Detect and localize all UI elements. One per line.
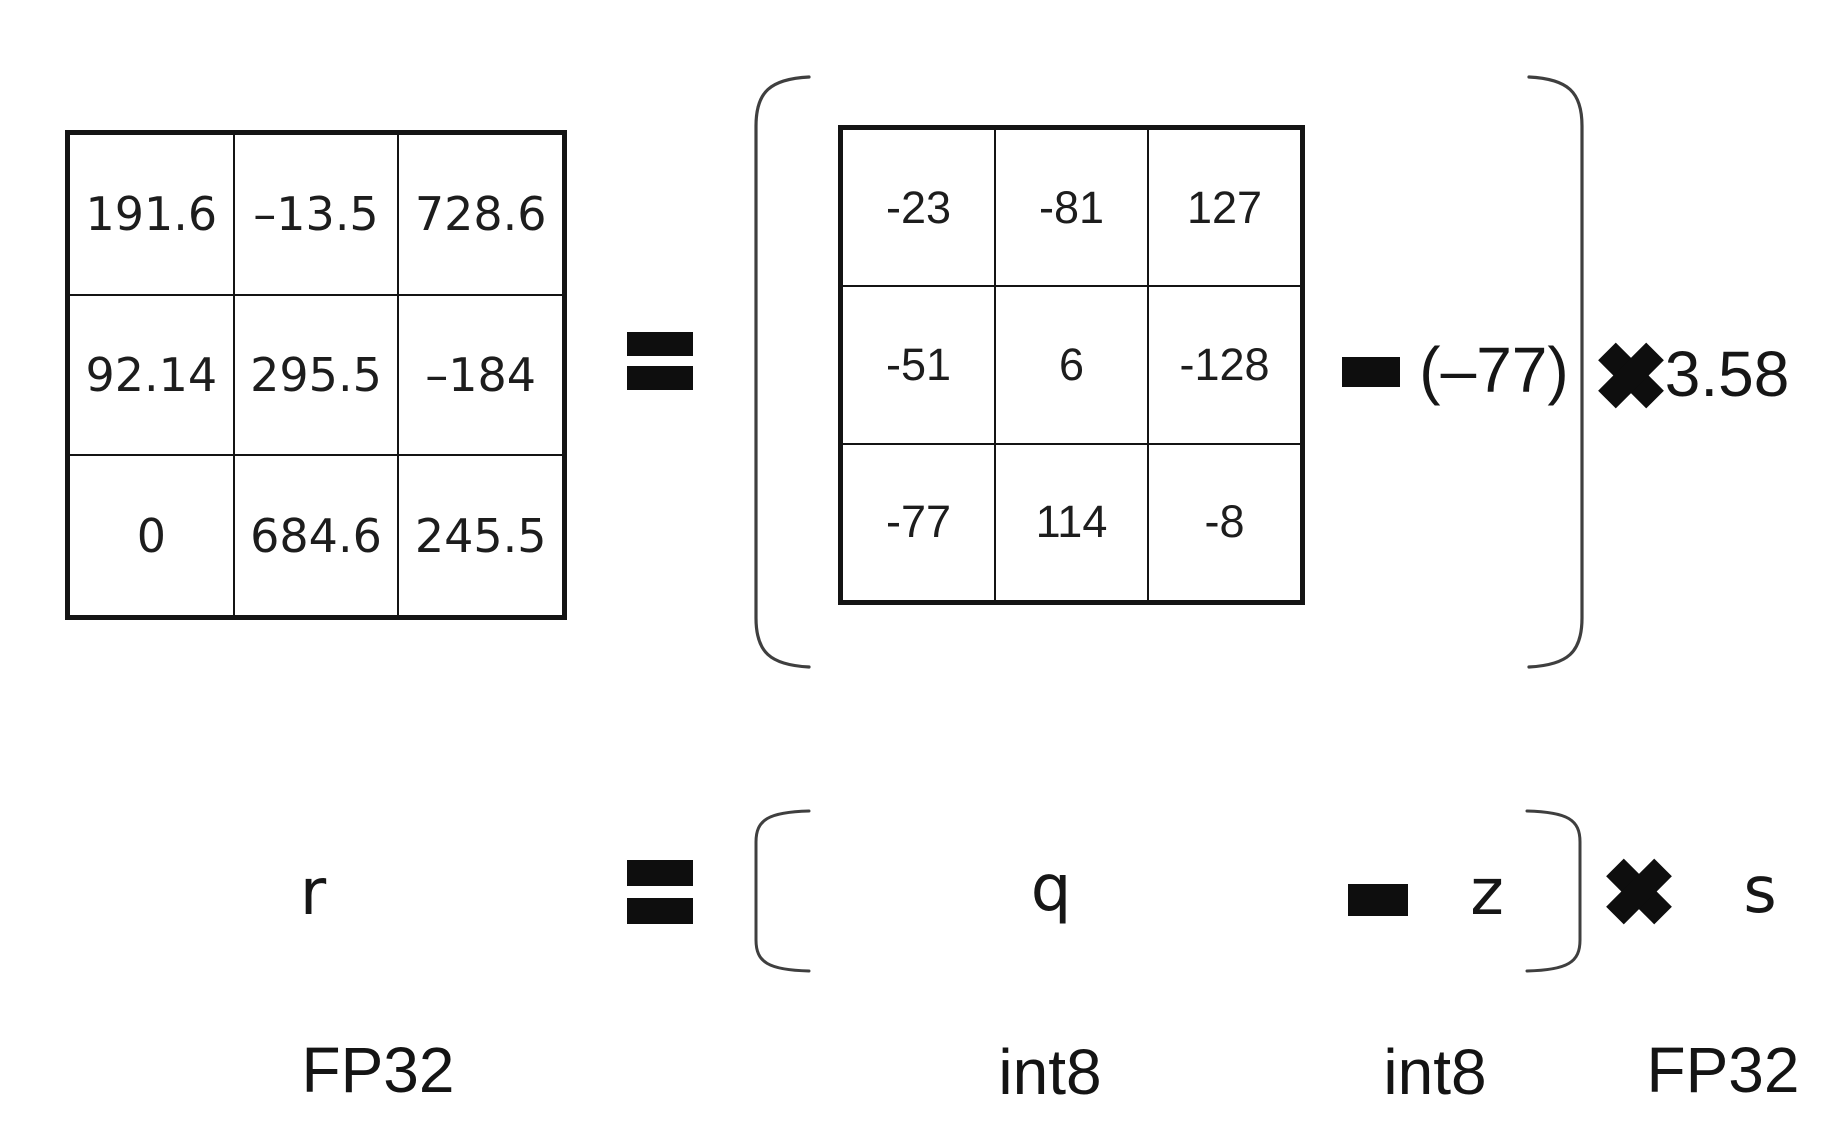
matrix-cell: -51 [842, 286, 995, 444]
matrix-cell: -128 [1148, 286, 1301, 444]
symbol-z: z [1470, 856, 1504, 930]
matrix-cell: 92.14 [69, 294, 234, 456]
matrix-cell: -23 [842, 129, 995, 287]
matrix-cell: 295.5 [233, 294, 399, 456]
matrix-cell: 127 [1148, 129, 1301, 287]
scale-value: 3.58 [1664, 338, 1790, 410]
matrix-cell: -81 [995, 129, 1148, 287]
matrix-cell: 728.6 [398, 134, 563, 295]
matrix-cell: –13.5 [233, 134, 399, 295]
matrix-cell: 245.5 [398, 455, 563, 616]
bracket-right-icon [1524, 808, 1588, 978]
bracket-left-icon [748, 808, 812, 978]
label-int8-matrix: int8 [998, 1036, 1102, 1108]
matrix-cell: -8 [1148, 443, 1301, 601]
matrix-cell: -77 [842, 443, 995, 601]
symbol-s: s [1743, 854, 1777, 928]
label-fp32-scale: FP32 [1646, 1034, 1800, 1106]
bracket-left-icon [748, 74, 812, 674]
equals-icon [627, 860, 693, 924]
multiply-icon [1598, 342, 1664, 410]
symbol-q: q [1030, 852, 1072, 926]
label-int8-zeropoint: int8 [1383, 1036, 1487, 1108]
multiply-icon [1606, 858, 1672, 926]
label-fp32-left: FP32 [301, 1034, 455, 1106]
minus-icon [1342, 357, 1400, 387]
bracket-right-icon [1526, 74, 1590, 674]
symbol-r: r [299, 856, 327, 930]
matrix-cell: 114 [995, 443, 1148, 601]
minus-icon [1348, 884, 1408, 916]
equals-icon [627, 332, 693, 390]
matrix-cell: 0 [69, 455, 234, 616]
fp32-matrix: 191.6 –13.5 728.6 92.14 295.5 –184 0 684… [65, 130, 567, 620]
matrix-cell: 191.6 [69, 134, 234, 295]
matrix-cell: 684.6 [233, 455, 399, 616]
matrix-cell: –184 [398, 294, 563, 456]
zero-point-value: (–77) [1419, 334, 1569, 406]
matrix-cell: 6 [995, 286, 1148, 444]
int8-matrix: -23 -81 127 -51 6 -128 -77 114 -8 [838, 125, 1305, 605]
